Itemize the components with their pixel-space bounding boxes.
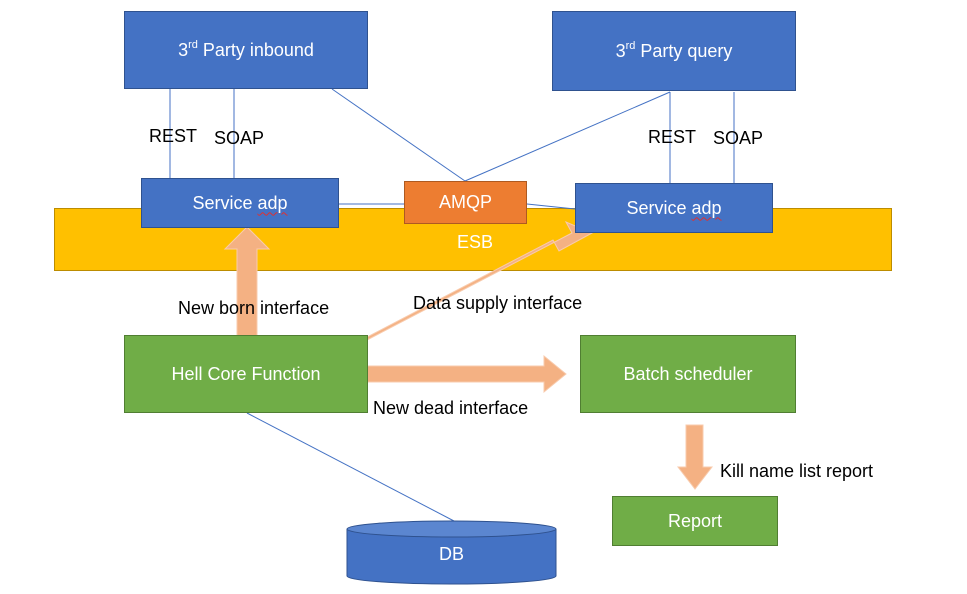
kill-list-arrow <box>676 424 714 490</box>
amqp-label: AMQP <box>438 192 492 212</box>
rest-left-label: REST <box>149 126 198 146</box>
amqp-to-adp-right-line <box>526 203 576 210</box>
new-dead-arrow <box>366 354 567 394</box>
report-label: Report <box>667 510 723 531</box>
service-adp-left-box: Service adp <box>141 178 339 228</box>
hell-core-function-box: Hell Core Function <box>124 335 368 413</box>
new-born-arrow <box>223 226 271 338</box>
query-to-amqp-line <box>464 91 671 182</box>
third-party-query-box: 3rd Party query <box>552 11 796 91</box>
rest-right-label: REST <box>648 127 697 147</box>
core-to-db-line <box>246 412 455 522</box>
third-party-query-label: 3rd Party query <box>615 39 733 61</box>
amqp-box: AMQP <box>404 181 527 224</box>
third-party-inbound-box: 3rd Party inbound <box>124 11 368 89</box>
kill-name-list-report-label: Kill name list report <box>720 461 874 481</box>
batch-scheduler-box: Batch scheduler <box>580 335 796 413</box>
batch-scheduler-label: Batch scheduler <box>623 363 753 384</box>
new-dead-interface-label: New dead interface <box>373 398 529 418</box>
inbound-to-amqp-line <box>331 88 466 182</box>
third-party-inbound-label: 3rd Party inbound <box>178 38 314 60</box>
soap-right-label: SOAP <box>713 128 764 148</box>
service-adp-right-box: Service adp <box>575 183 773 233</box>
new-born-interface-label: New born interface <box>178 298 330 318</box>
soap-left-label: SOAP <box>214 128 265 148</box>
service-adp-left-label: Service adp <box>192 192 288 213</box>
db-cylinder <box>346 520 557 585</box>
service-adp-right-label: Service adp <box>626 197 722 218</box>
esb-label: ESB <box>457 232 494 252</box>
hell-core-function-label: Hell Core Function <box>171 363 321 384</box>
report-box: Report <box>612 496 778 546</box>
db-label: DB <box>438 544 464 564</box>
data-supply-arrow <box>347 220 594 348</box>
data-supply-interface-label: Data supply interface <box>413 293 583 313</box>
